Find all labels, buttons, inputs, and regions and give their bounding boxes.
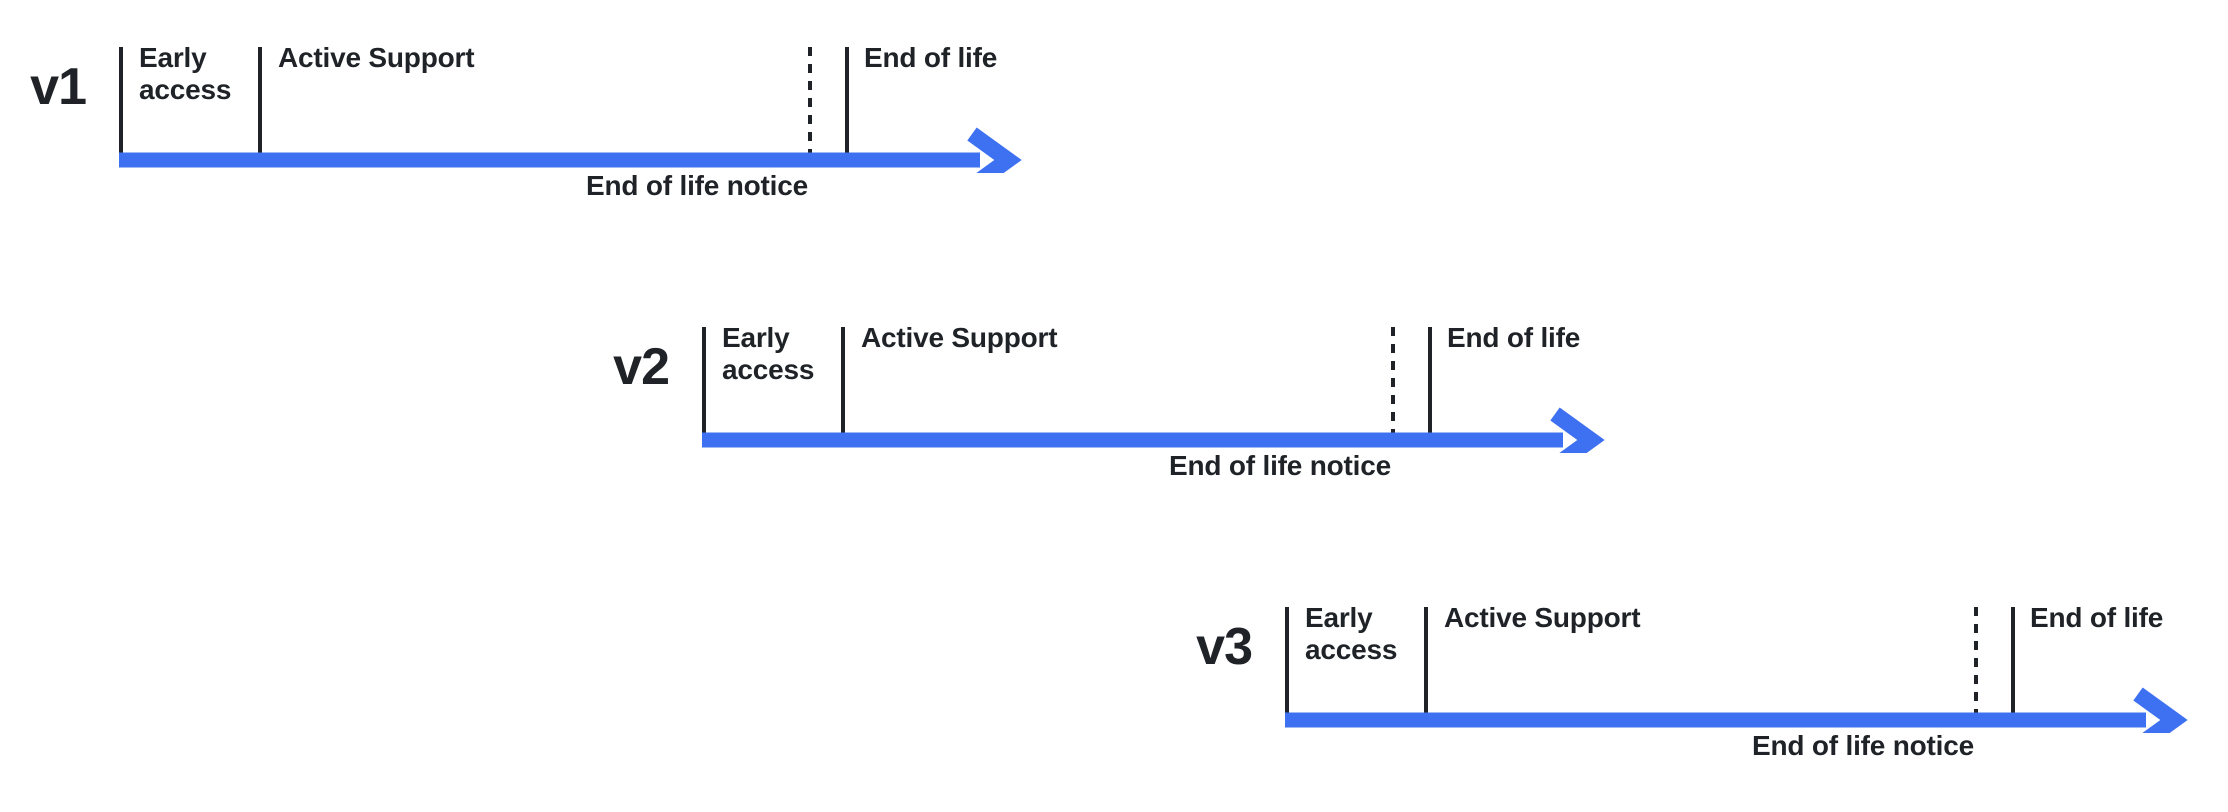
label-end-of-life: End of life (864, 42, 998, 73)
arrow-shaft (1285, 712, 2146, 728)
label-early-access: Early access (1305, 602, 1398, 665)
label-active-support: Active Support (278, 42, 475, 73)
label-end-of-life: End of life (1447, 322, 1581, 353)
arrow-head (1550, 407, 1605, 453)
version-label: v2 (613, 338, 670, 396)
timeline-graphic (702, 327, 1605, 453)
timeline-row-v2: v2 Early access Active Support End of li… (583, 280, 1623, 510)
arrow-head (967, 127, 1022, 173)
label-active-support: Active Support (861, 322, 1058, 353)
arrow-shaft (119, 152, 980, 168)
arrow-shaft (702, 432, 1563, 448)
label-end-of-life: End of life (2030, 602, 2164, 633)
label-early-access: Early access (139, 42, 232, 105)
timeline-row-v1: v1 Early access Active Support End of li… (0, 0, 1040, 230)
version-label: v1 (30, 58, 87, 116)
timeline-row-v3: v3 Early access Active Support End of li… (1166, 560, 2206, 790)
arrow-head (2133, 687, 2188, 733)
timeline-graphic (119, 47, 1022, 173)
label-early-access: Early access (722, 322, 815, 385)
label-end-of-life-notice: End of life notice (1169, 450, 1391, 481)
version-label: v3 (1196, 618, 1253, 676)
label-end-of-life-notice: End of life notice (1752, 730, 1974, 761)
label-active-support: Active Support (1444, 602, 1641, 633)
label-end-of-life-notice: End of life notice (586, 170, 808, 201)
timeline-graphic (1285, 607, 2188, 733)
